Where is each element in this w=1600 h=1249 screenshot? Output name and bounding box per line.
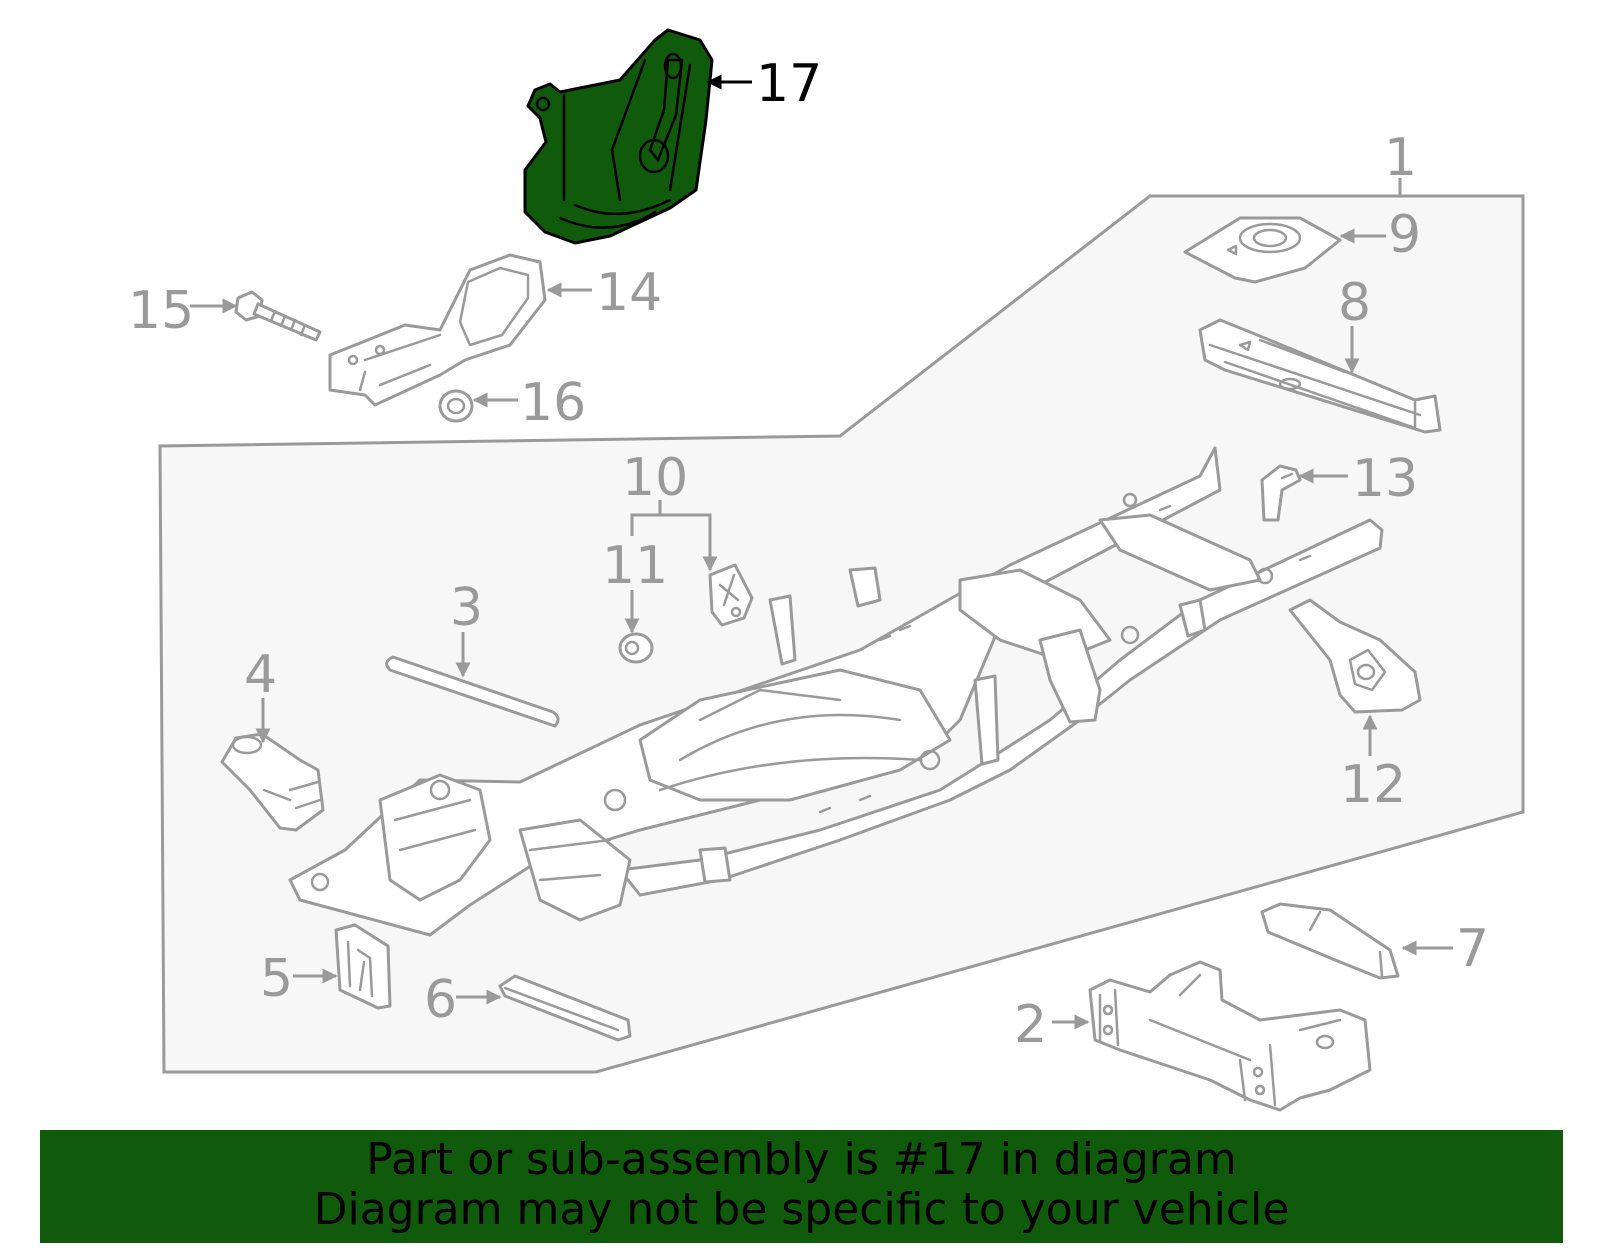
part-2-crossmember[interactable] bbox=[1088, 960, 1372, 1112]
callout-4: 4 bbox=[244, 645, 277, 705]
callout-5: 5 bbox=[260, 949, 293, 1009]
info-banner: Part or sub-assembly is #17 in diagram D… bbox=[40, 1130, 1563, 1243]
part-12-mount[interactable] bbox=[1288, 598, 1422, 714]
callout-8: 8 bbox=[1338, 273, 1371, 333]
part-7-bracket[interactable] bbox=[1260, 902, 1400, 980]
callout-3: 3 bbox=[450, 578, 483, 638]
callout-16: 16 bbox=[520, 373, 586, 433]
banner-line-1: Part or sub-assembly is #17 in diagram bbox=[366, 1134, 1237, 1185]
callout-13: 13 bbox=[1352, 449, 1418, 509]
part-8-crossmember[interactable] bbox=[1198, 318, 1442, 434]
part-5-plate[interactable] bbox=[334, 923, 392, 1010]
part-14-bracket[interactable] bbox=[328, 253, 547, 407]
callout-15: 15 bbox=[128, 281, 194, 341]
part-10-bracket[interactable] bbox=[708, 563, 754, 627]
callout-6: 6 bbox=[424, 970, 457, 1030]
callout-14: 14 bbox=[596, 263, 662, 323]
callout-2: 2 bbox=[1014, 995, 1047, 1055]
part-1-frame[interactable] bbox=[288, 446, 1384, 937]
part-11-bushing[interactable] bbox=[618, 632, 654, 664]
callout-10: 10 bbox=[622, 448, 688, 508]
part-9-plate[interactable] bbox=[1183, 216, 1342, 284]
banner-line-2: Diagram may not be specific to your vehi… bbox=[313, 1184, 1290, 1235]
callout-17: 17 bbox=[756, 54, 822, 114]
callout-1: 1 bbox=[1384, 128, 1417, 188]
part-13-bracket[interactable] bbox=[1260, 464, 1302, 522]
callout-9: 9 bbox=[1388, 205, 1421, 265]
callout-11: 11 bbox=[602, 536, 668, 596]
leader-10-bracket bbox=[630, 513, 718, 572]
callout-7: 7 bbox=[1456, 919, 1489, 979]
part-15-bolt[interactable] bbox=[234, 290, 322, 342]
callout-12: 12 bbox=[1340, 755, 1406, 815]
part-6-channel[interactable] bbox=[498, 974, 632, 1042]
part-17-highlighted-bracket[interactable] bbox=[523, 28, 714, 245]
part-16-nut[interactable] bbox=[438, 389, 474, 423]
part-4-mount[interactable] bbox=[220, 732, 325, 832]
part-3-rod[interactable] bbox=[385, 655, 560, 728]
